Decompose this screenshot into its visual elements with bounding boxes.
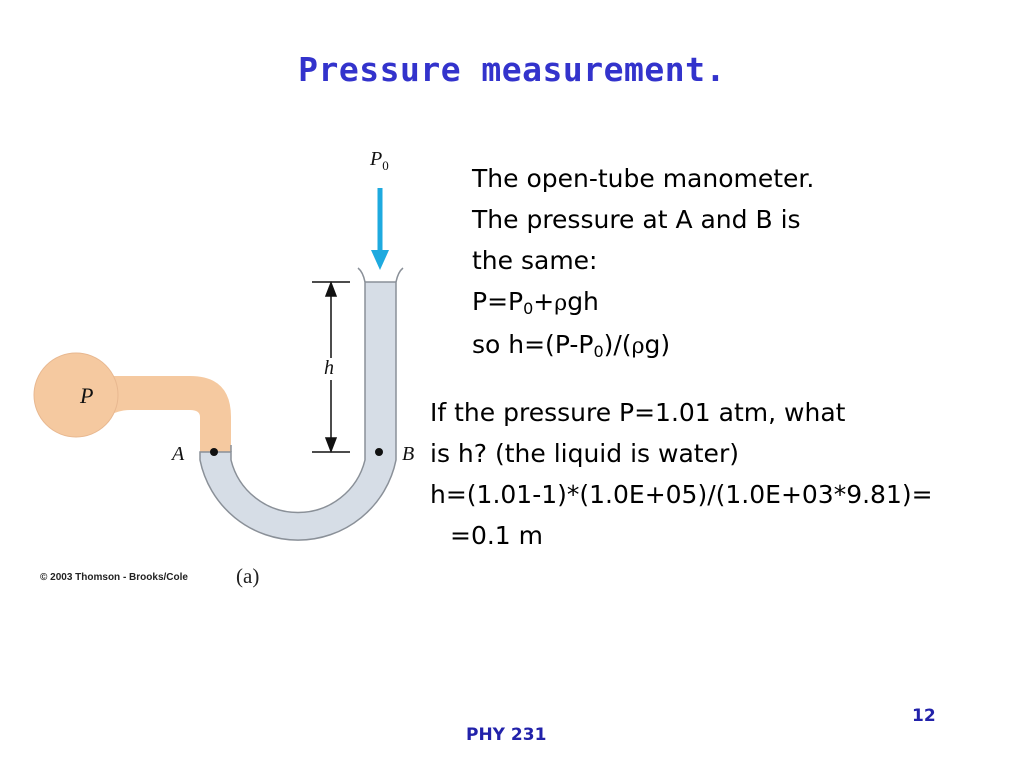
page-number: 12 xyxy=(912,706,936,726)
problem-line-2: is h? (the liquid is water) xyxy=(430,439,739,468)
explanation-line-3: the same: xyxy=(472,246,598,275)
point-b-marker xyxy=(375,448,383,456)
formula-pressure: P=P0+ρgh xyxy=(472,281,922,324)
problem-line-1: If the pressure P=1.01 atm, what xyxy=(430,398,846,427)
formula-height: so h=(P-P0)/(ρg) xyxy=(472,324,922,367)
figure-credit: © 2003 Thomson - Brooks/Cole xyxy=(40,572,188,583)
footer-course: PHY 231 xyxy=(466,725,547,745)
rho-symbol: ρ xyxy=(554,291,568,316)
height-indicator xyxy=(312,280,350,454)
label-p0: P0 xyxy=(369,148,389,173)
point-a-marker xyxy=(210,448,218,456)
label-p: P xyxy=(79,383,93,408)
pressure-bulb xyxy=(33,352,231,452)
formula-height-end: g) xyxy=(644,330,671,359)
explanation-line-1: The open-tube manometer. xyxy=(472,164,815,193)
slide-title: Pressure measurement. xyxy=(298,50,726,89)
formula-pressure-part: P=P xyxy=(472,287,524,316)
problem-line-3: h=(1.01-1)*(1.0E+05)/(1.0E+03*9.81)= xyxy=(430,480,933,509)
manometer-diagram: P0 P h A B xyxy=(33,148,414,541)
formula-pressure-end: gh xyxy=(567,287,599,316)
formula-height-subscript: 0 xyxy=(593,342,604,361)
label-a: A xyxy=(170,443,185,465)
problem-text: If the pressure P=1.01 atm, what is h? (… xyxy=(430,392,1020,556)
atmospheric-pressure-arrow-icon xyxy=(371,188,389,270)
formula-height-part: so h=(P-P xyxy=(472,330,594,359)
explanation-text: The open-tube manometer. The pressure at… xyxy=(472,158,922,367)
figure-caption: (a) xyxy=(236,564,260,588)
formula-pressure-subscript: 0 xyxy=(523,299,534,318)
rho-symbol: ρ xyxy=(631,334,645,359)
label-h: h xyxy=(324,357,334,379)
label-b: B xyxy=(402,443,414,465)
problem-answer: =0.1 m xyxy=(450,521,544,550)
formula-height-mid: )/( xyxy=(603,330,632,359)
formula-pressure-plus: + xyxy=(533,287,555,316)
u-tube xyxy=(199,267,404,541)
explanation-line-2: The pressure at A and B is xyxy=(472,205,801,234)
